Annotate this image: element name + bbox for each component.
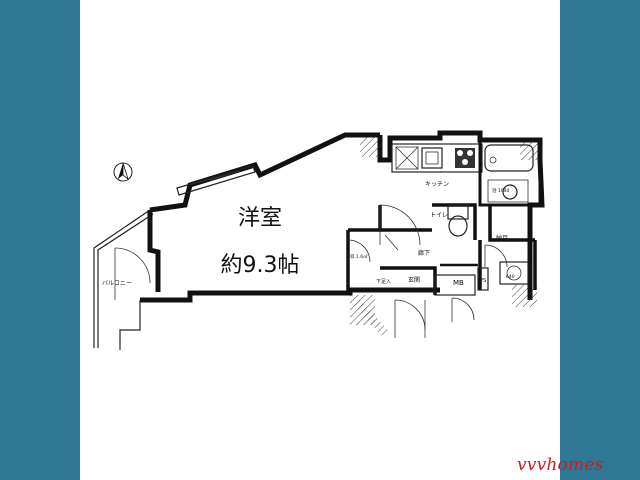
wall-hatch — [354, 300, 388, 336]
kitchen-counter — [391, 143, 483, 173]
window — [176, 165, 256, 196]
toilet-label: トイレ — [430, 212, 448, 219]
floor-plan-sheet: 洋室 約9.3帖 キッチン トイレ 廊下 玄関 納戸 下足入 MB PS バルコ… — [80, 0, 560, 480]
main-room-name: 洋室 — [238, 206, 282, 231]
closet-label: 納戸 — [496, 234, 508, 242]
washer-label: 640 — [506, 274, 515, 280]
wall-hatch — [360, 135, 382, 157]
floor-plan: 洋室 約9.3帖 キッチン トイレ 廊下 玄関 納戸 下足入 MB PS バルコ… — [93, 130, 545, 350]
wall-hatch — [512, 285, 537, 307]
toilet-fixture — [447, 204, 469, 237]
walkin-label: 収.1.6㎡ — [350, 253, 368, 260]
kitchen-label: キッチン — [425, 181, 449, 188]
balcony-outline — [93, 209, 154, 350]
mb-label: MB — [453, 279, 464, 287]
hallway-label: 廊下 — [418, 249, 430, 257]
balcony-label: バルコニー — [102, 280, 132, 287]
brand-watermark: vvvhomes — [517, 455, 604, 475]
doors — [347, 204, 508, 338]
ps-shaft — [477, 267, 489, 291]
storage-label: 下足入 — [376, 279, 391, 285]
entrance-step — [434, 274, 476, 296]
bathroom — [478, 138, 542, 207]
north-arrow-icon — [113, 162, 133, 182]
bath-label: 浴 1040 — [492, 187, 510, 194]
entrance-label: 玄関 — [408, 276, 420, 284]
main-room-size: 約9.3帖 — [221, 253, 300, 278]
ps-label: PS — [480, 278, 486, 284]
washer-space — [499, 261, 529, 285]
